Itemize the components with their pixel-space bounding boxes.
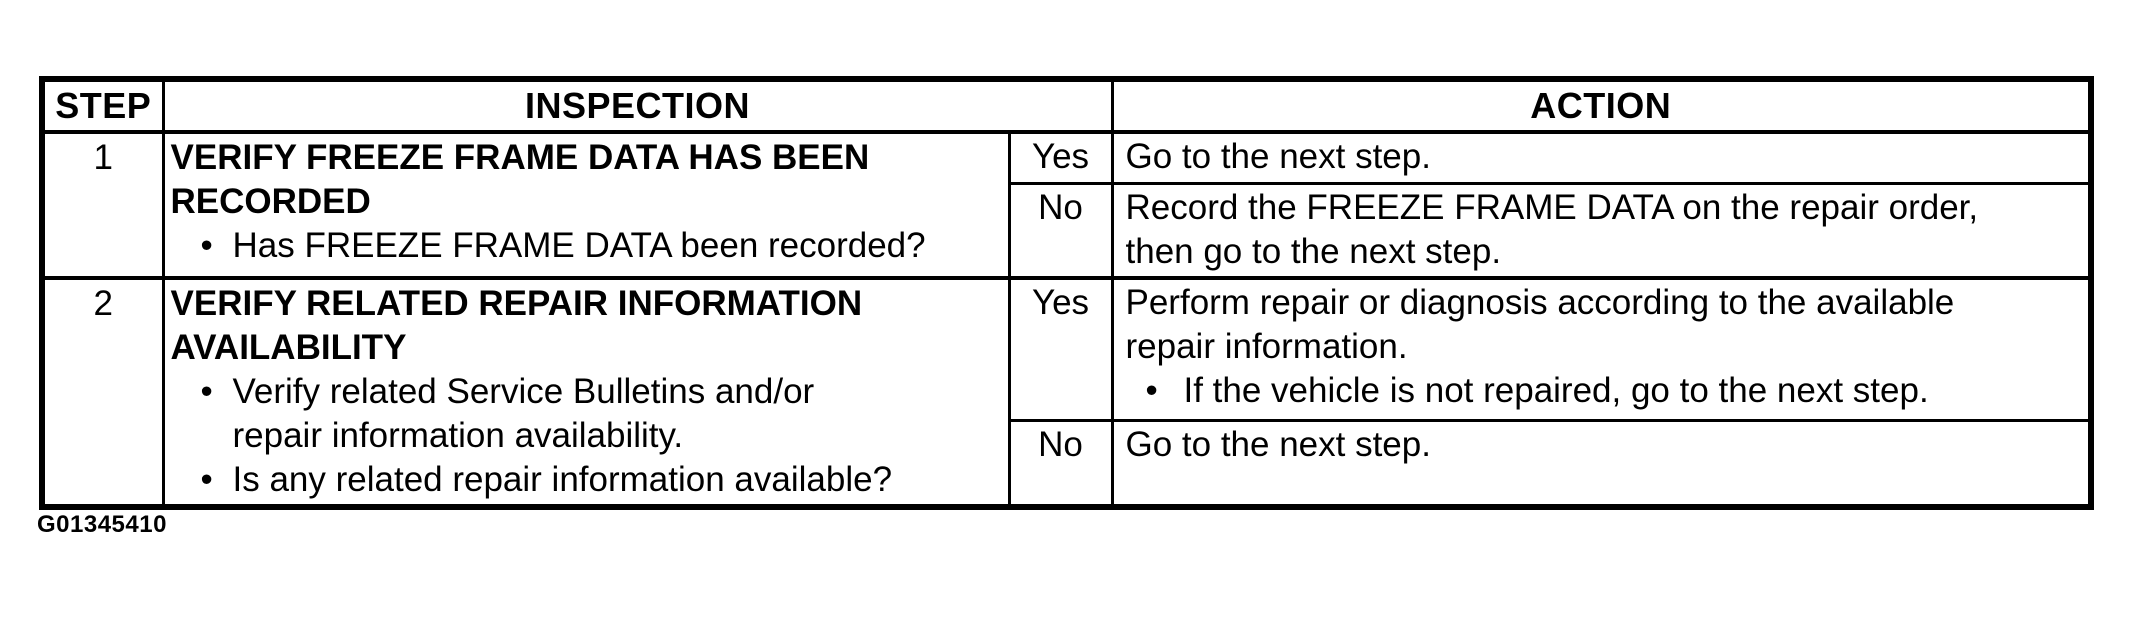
inspection-cell: VERIFY RELATED REPAIR INFORMATION AVAILA… xyxy=(161,275,1011,508)
answer-yes-cell: Yes xyxy=(1007,130,1114,185)
answer-no-cell: No xyxy=(1007,418,1114,509)
action-bullet-text: If the vehicle is not repaired, go to th… xyxy=(1183,370,1929,410)
inspection-bullet-text: Has FREEZE FRAME DATA been recorded? xyxy=(232,226,926,265)
inspection-bullet-text: Is any related repair information availa… xyxy=(232,459,893,499)
bullet-icon: • xyxy=(200,371,213,411)
figure-code-label: G01345410 xyxy=(37,511,167,538)
action-text: Go to the next step. xyxy=(1125,424,1431,464)
action-cell: Perform repair or diagnosis according to… xyxy=(1110,275,2093,422)
table-row: 1 VERIFY FREEZE FRAME DATA HAS BEEN RECO… xyxy=(40,130,2093,279)
bullet-icon: • xyxy=(1145,370,1158,410)
bullet-icon: • xyxy=(200,459,213,499)
table-row: No Go to the next step. xyxy=(42,418,2093,509)
action-cell: Record the FREEZE FRAME DATA on the repa… xyxy=(1110,181,2093,279)
step-number: 2 xyxy=(40,275,165,508)
table-row: No Record the FREEZE FRAME DATA on the r… xyxy=(42,181,2093,279)
inspection-bullet-text: Verify related Service Bulletins and/or … xyxy=(232,371,815,455)
diagnostic-step-table: STEP INSPECTION ACTION 1 VERIFY FREEZE F… xyxy=(39,76,2094,510)
inspection-bullet-item: • Has FREEZE FRAME DATA been recorded? xyxy=(171,224,1002,268)
inspection-cell: VERIFY FREEZE FRAME DATA HAS BEEN RECORD… xyxy=(161,130,1011,279)
inspection-bullet-item: • Is any related repair information avai… xyxy=(171,458,1002,502)
bullet-icon: • xyxy=(200,226,213,265)
column-header-inspection: INSPECTION xyxy=(161,77,1114,134)
action-cell: Go to the next step. xyxy=(1110,130,2093,185)
answer-yes-cell: Yes xyxy=(1007,275,1114,422)
action-text: Perform repair or diagnosis according to… xyxy=(1125,282,1955,366)
table-row: 2 VERIFY RELATED REPAIR INFORMATION AVAI… xyxy=(40,275,2093,508)
step-number: 1 xyxy=(40,130,165,279)
action-cell: Go to the next step. xyxy=(1110,418,2093,509)
table-header-row: STEP INSPECTION ACTION xyxy=(40,77,2093,134)
inspection-title: VERIFY FREEZE FRAME DATA HAS BEEN RECORD… xyxy=(170,138,870,221)
inspection-title: VERIFY RELATED REPAIR INFORMATION AVAILA… xyxy=(170,283,863,367)
column-header-action: ACTION xyxy=(1110,77,2093,134)
action-text: Record the FREEZE FRAME DATA on the repa… xyxy=(1125,187,1979,271)
answer-no-cell: No xyxy=(1007,181,1114,279)
column-header-step: STEP xyxy=(40,77,165,134)
action-text: Go to the next step. xyxy=(1125,137,1431,176)
inspection-bullet-item: • Verify related Service Bulletins and/o… xyxy=(171,370,1002,458)
action-bullet-item: • If the vehicle is not repaired, go to … xyxy=(1126,369,2081,413)
